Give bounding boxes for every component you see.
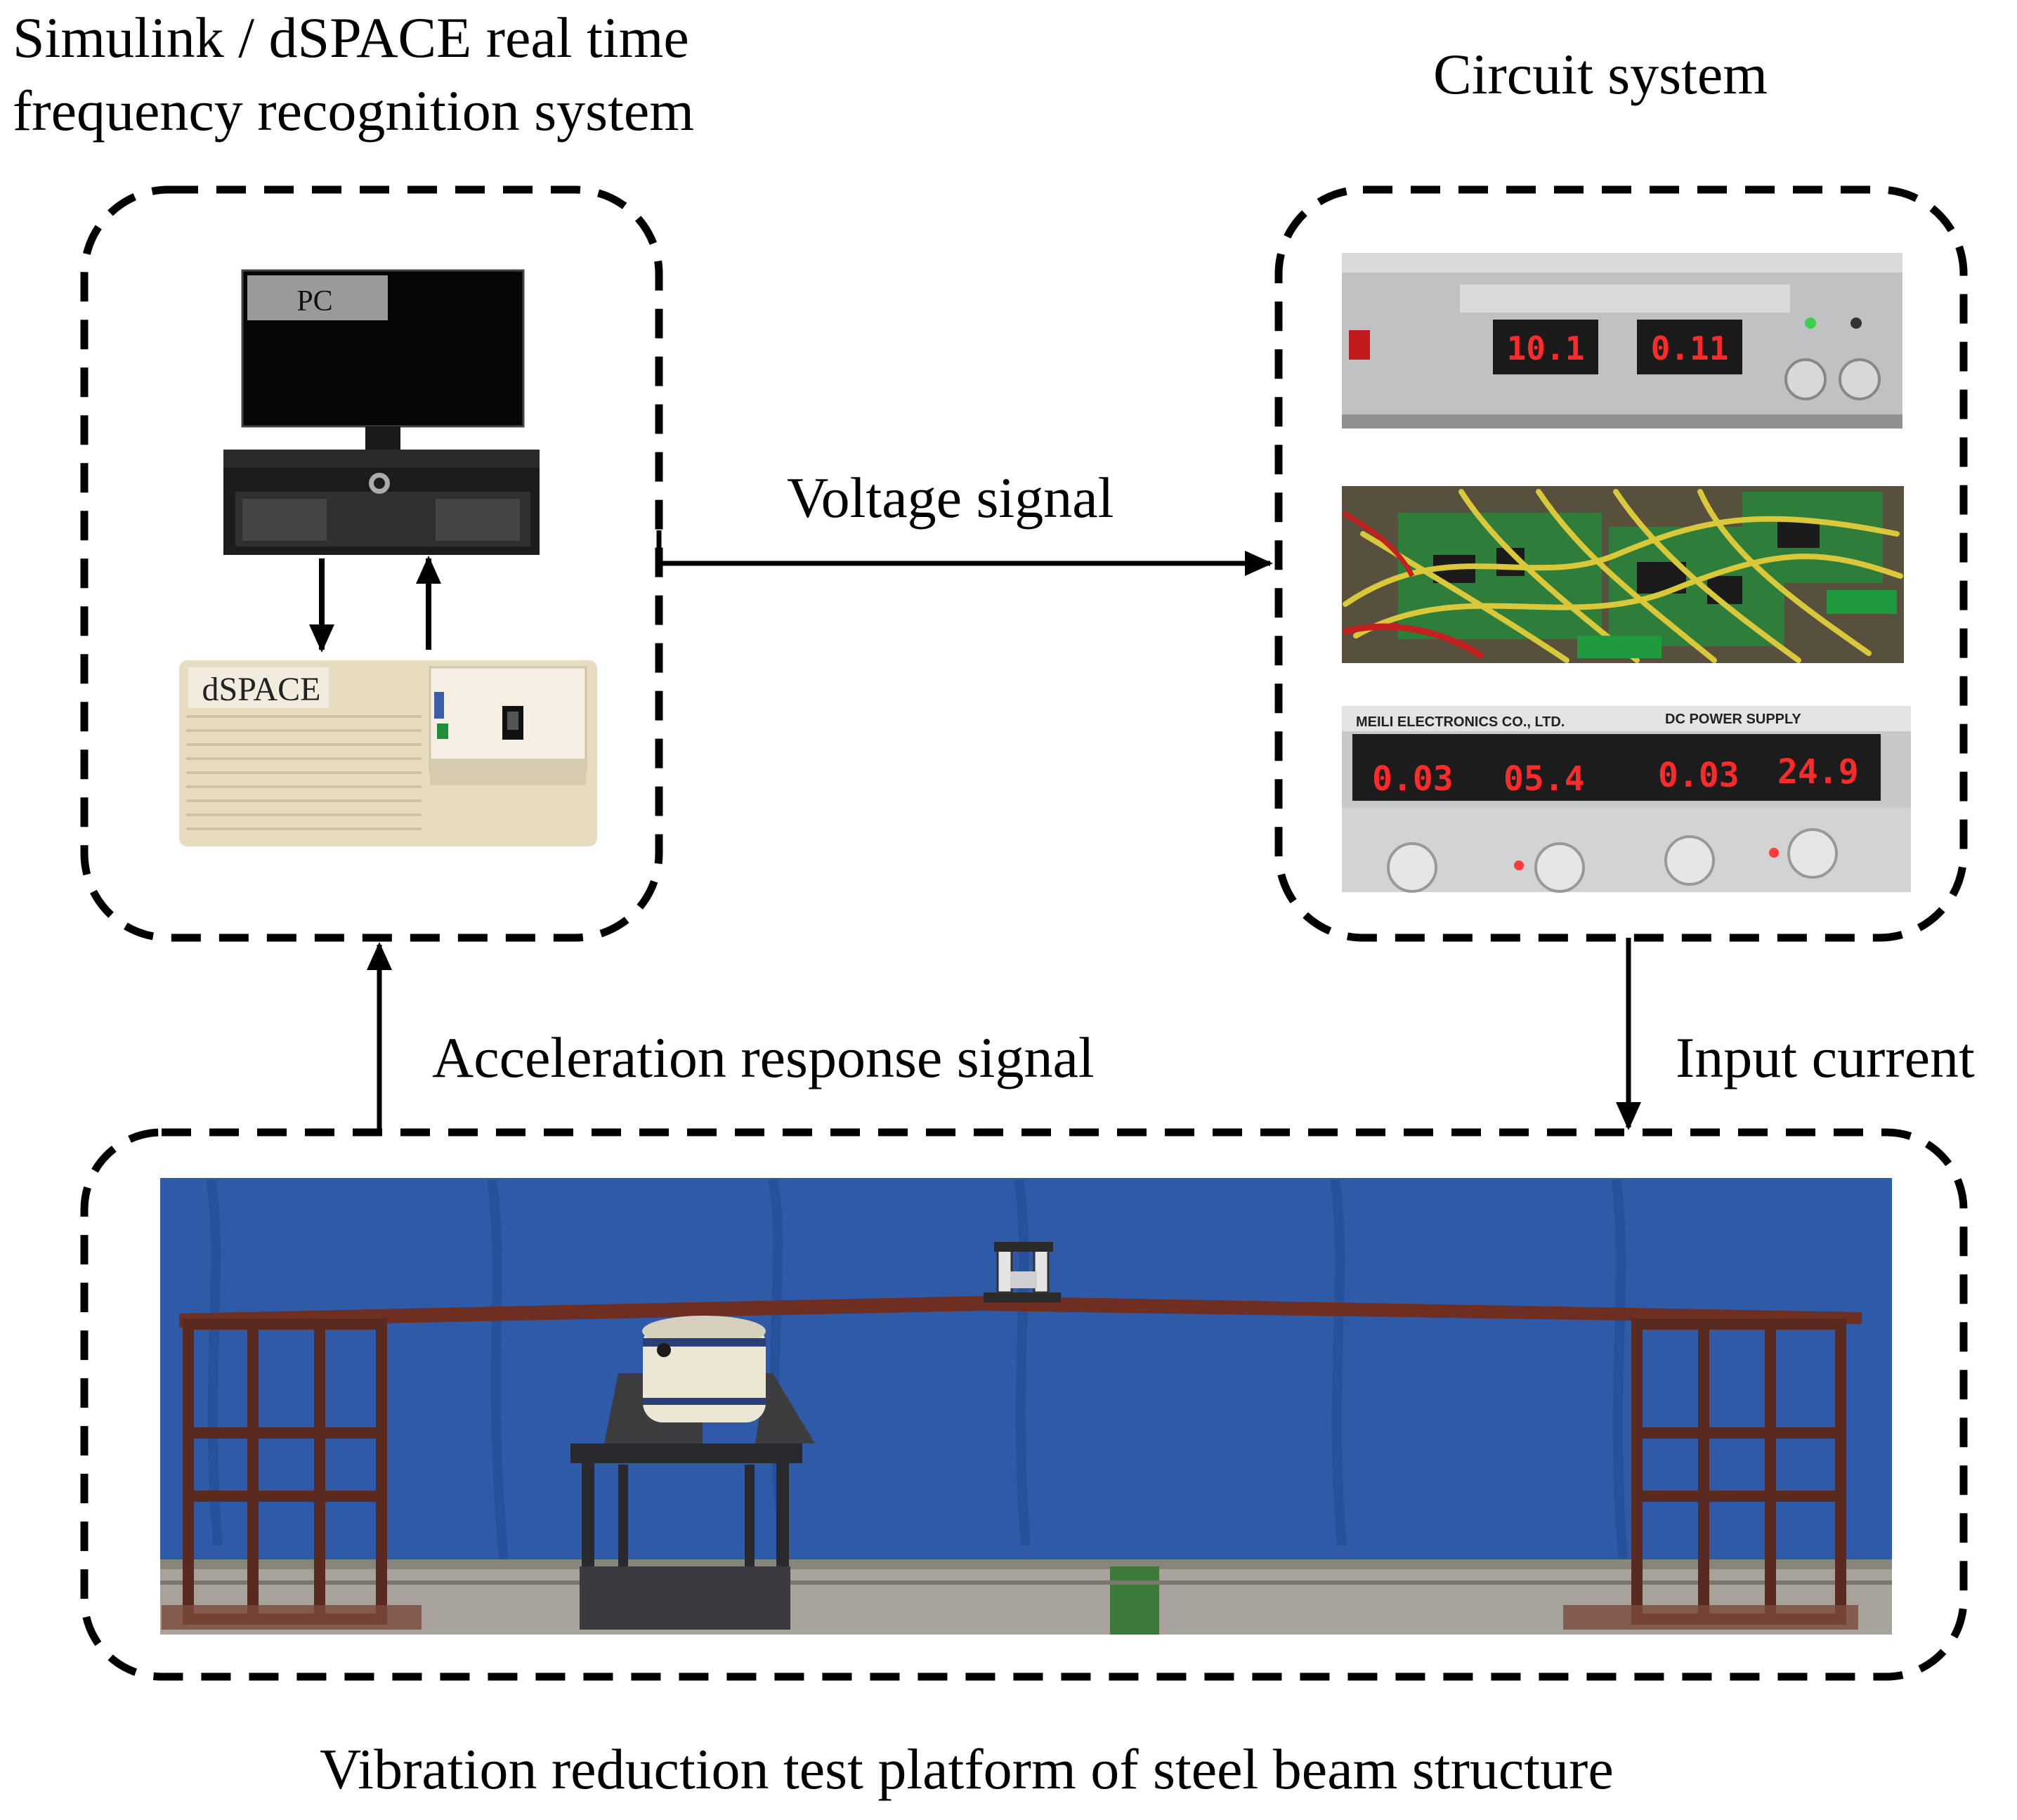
acceleration-response-label: Acceleration response signal	[432, 1026, 1095, 1089]
power-supply-top: 10.1 0.11	[1342, 253, 1902, 428]
power-supply-bottom-readout-1: 0.03	[1372, 759, 1454, 799]
platform-caption: Vibration reduction test platform of ste…	[320, 1737, 1614, 1801]
voltage-signal-label: Voltage signal	[787, 466, 1114, 530]
test-platform-frame	[80, 1128, 1968, 1681]
power-supply-bottom-model: DC POWER SUPPLY	[1665, 712, 1801, 727]
pc-tag: PC	[296, 285, 332, 317]
circuit-board-photo	[1342, 486, 1904, 663]
dspace-system-title-line2: frequency recognition system	[13, 79, 695, 143]
power-supply-top-display-right: 0.11	[1651, 329, 1729, 367]
power-supply-top-display-left: 10.1	[1507, 329, 1585, 367]
power-supply-bottom-readout-4: 24.9	[1777, 752, 1859, 792]
input-current-label: Input current	[1676, 1026, 1975, 1089]
power-supply-bottom-brand: MEILI ELECTRONICS CO., LTD.	[1356, 714, 1565, 730]
shaker	[570, 1316, 815, 1630]
damper-device	[984, 1242, 1061, 1302]
test-platform-photo	[160, 1178, 1892, 1635]
circuit-system-title: Circuit system	[1433, 42, 1768, 106]
pc-monitor	[241, 269, 525, 451]
pc-tower	[223, 450, 540, 555]
power-supply-bottom-readout-3: 0.03	[1658, 756, 1739, 795]
power-supply-bottom: MEILI ELECTRONICS CO., LTD. DC POWER SUP…	[1342, 706, 1911, 893]
voltage-signal-arrow	[656, 530, 1273, 576]
power-supply-bottom-readout-2: 05.4	[1503, 759, 1585, 799]
circuit-system-frame	[1274, 185, 1968, 942]
dspace-unit	[179, 660, 597, 846]
dspace-system-title-line1: Simulink / dSPACE real time	[13, 6, 689, 70]
dspace-tag: dSPACE	[202, 671, 321, 708]
